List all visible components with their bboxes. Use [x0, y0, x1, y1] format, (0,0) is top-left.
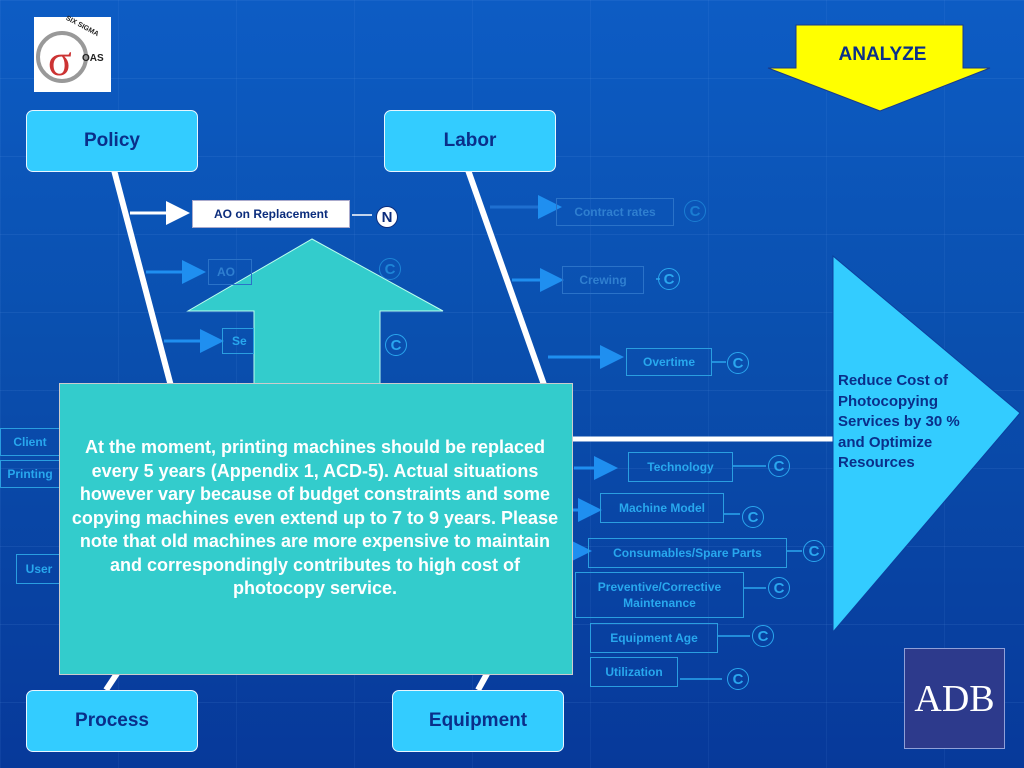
callout-text: At the moment, printing machines should … [71, 437, 559, 598]
callout-box [59, 383, 573, 675]
tag-c: C [768, 577, 790, 599]
tag-c: C [684, 200, 706, 222]
tag-c: C [727, 352, 749, 374]
tag-c: C [727, 668, 749, 690]
adb-logo: ADB [904, 648, 1005, 749]
cause-technology: Technology [628, 452, 733, 482]
six-sigma-logo: σ SIX SIGMA OAS [34, 15, 111, 92]
tag-n: N [376, 206, 398, 228]
category-equipment: Equipment [392, 690, 564, 752]
effect-head [832, 254, 1021, 634]
cause-client: Client [0, 428, 60, 456]
category-process: Process [26, 690, 198, 752]
cause-utilization: Utilization [590, 657, 678, 687]
cause-maintenance: Preventive/Corrective Maintenance [575, 572, 744, 618]
logo-line2: OAS [82, 53, 104, 64]
six-sigma-emblem-icon: σ [36, 31, 88, 85]
cause-printing: Printing [0, 460, 60, 488]
category-labor: Labor [384, 110, 556, 172]
cause-equipment-age: Equipment Age [590, 623, 718, 653]
cause-ao: AO [208, 259, 252, 285]
equipment-bone [475, 670, 491, 692]
cause-contract-rates: Contract rates [556, 198, 674, 226]
policy-bone [111, 169, 175, 391]
cause-se: Se [222, 328, 254, 354]
tag-c: C [768, 455, 790, 477]
analyze-label: ANALYZE [838, 44, 927, 65]
tag-c: C [658, 268, 680, 290]
category-policy: Policy [26, 110, 198, 172]
svg-text:σ: σ [48, 36, 72, 85]
tag-c: C [379, 258, 401, 280]
cause-user: User [16, 554, 62, 584]
cause-ao-replacement: AO on Replacement [192, 200, 350, 228]
cause-crewing: Crewing [562, 266, 644, 294]
tag-c: C [752, 625, 774, 647]
analyze-arrow-shape [767, 24, 991, 112]
tag-c: C [803, 540, 825, 562]
process-bone [103, 670, 121, 692]
effect-text: Reduce Cost of Photocopying Services by … [838, 372, 960, 471]
cause-machine-model: Machine Model [600, 493, 724, 523]
cause-consumables: Consumables/Spare Parts [588, 538, 787, 568]
cause-overtime: Overtime [626, 348, 712, 376]
tag-c: C [385, 334, 407, 356]
tag-c: C [742, 506, 764, 528]
